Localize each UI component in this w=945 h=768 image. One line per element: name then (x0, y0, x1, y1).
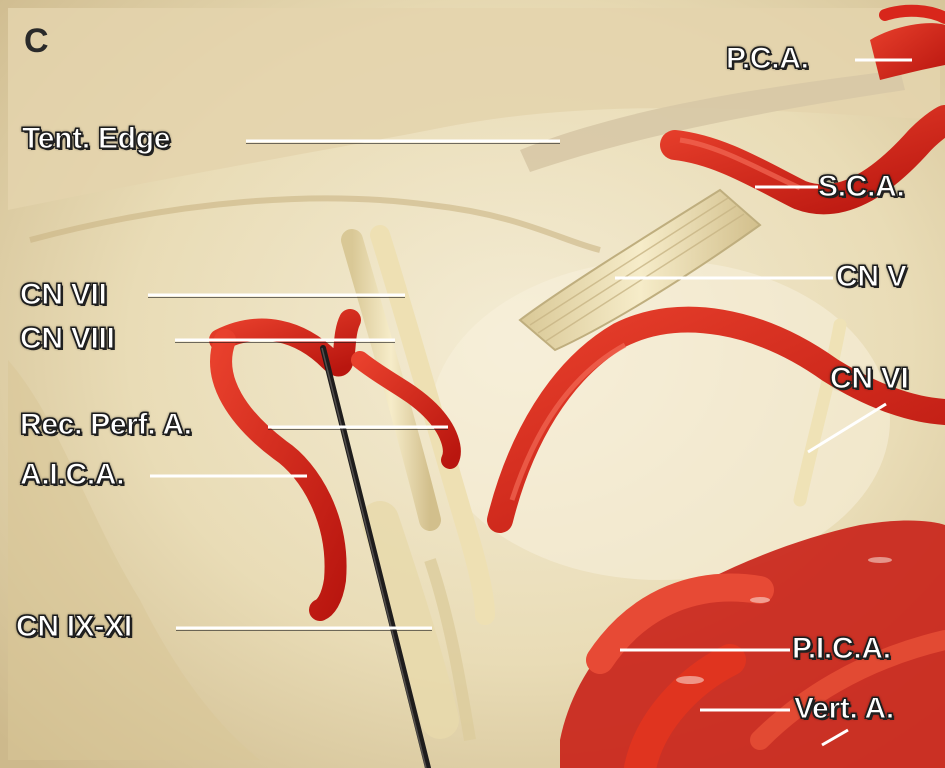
label-cn-ix-xi: CN IX-XI (16, 610, 133, 643)
cn-vi-nerve (793, 318, 847, 507)
aica-artery (210, 329, 347, 621)
tentorial-edge (520, 70, 905, 172)
cn-viii-nerve (370, 225, 495, 625)
label-sca: S.C.A. (818, 170, 906, 203)
leader-vert-a-tick (821, 728, 849, 747)
panel-letter: C (24, 22, 49, 60)
pca-artery (870, 23, 945, 80)
leader-cn-vi (807, 402, 887, 454)
label-rec-perf-a: Rec. Perf. A. (20, 408, 193, 441)
cn-ix-xi-nerves (361, 501, 459, 739)
pica-artery (586, 573, 774, 674)
label-aica: A.I.C.A. (19, 458, 125, 491)
leader-lines (148, 58, 912, 747)
label-cn-v: CN V (835, 260, 907, 293)
label-pica: P.I.C.A. (792, 632, 892, 665)
label-tent-edge: Tent. Edge (21, 122, 171, 155)
label-cn-viii: CN VIII (20, 322, 116, 355)
label-pca: P.C.A. (726, 42, 810, 75)
cn-v-nerve (518, 188, 762, 352)
label-vert-a: Vert. A. (794, 692, 895, 725)
label-cn-vii: CN VII (20, 278, 108, 311)
probe-instrument (320, 345, 431, 768)
label-cn-vi: CN VI (830, 362, 910, 395)
basilar-branch-artery (487, 306, 945, 533)
sca-artery (660, 105, 945, 215)
rec-perf-artery (209, 309, 361, 377)
tentorium-region (8, 8, 940, 210)
